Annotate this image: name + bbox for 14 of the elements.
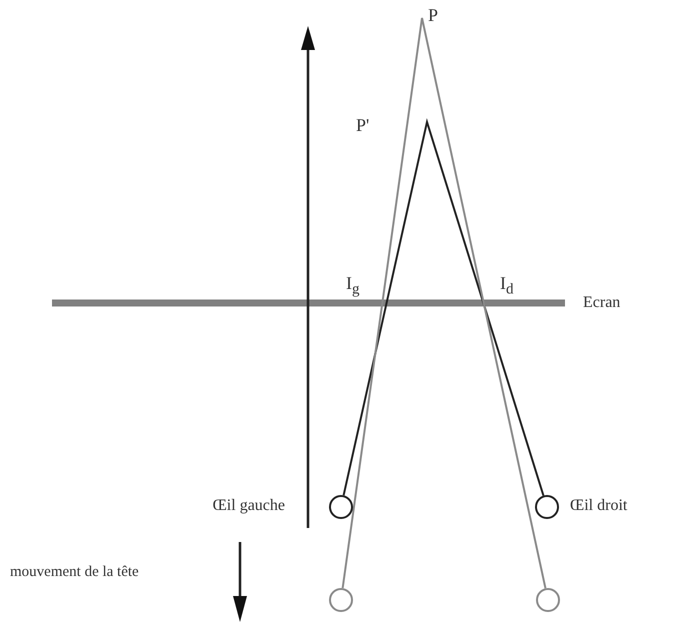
eye-circle (329, 495, 353, 519)
point-label: I$_{d}$ (500, 274, 514, 298)
eye-circle (536, 588, 560, 612)
eye-label: Œil droit (570, 498, 628, 514)
motion-label: mouvement de la tête (10, 565, 139, 580)
eye-label: Œil gauche (212, 498, 285, 514)
sight-line (342, 17, 546, 588)
sight-line (342, 118, 544, 496)
point-label: P (428, 6, 438, 24)
eye-circle (329, 588, 353, 612)
screen-label: Ecran (583, 295, 620, 311)
eye-circle (535, 495, 559, 519)
point-label: P' (356, 116, 370, 134)
point-label: I$_{g}$ (346, 274, 360, 298)
